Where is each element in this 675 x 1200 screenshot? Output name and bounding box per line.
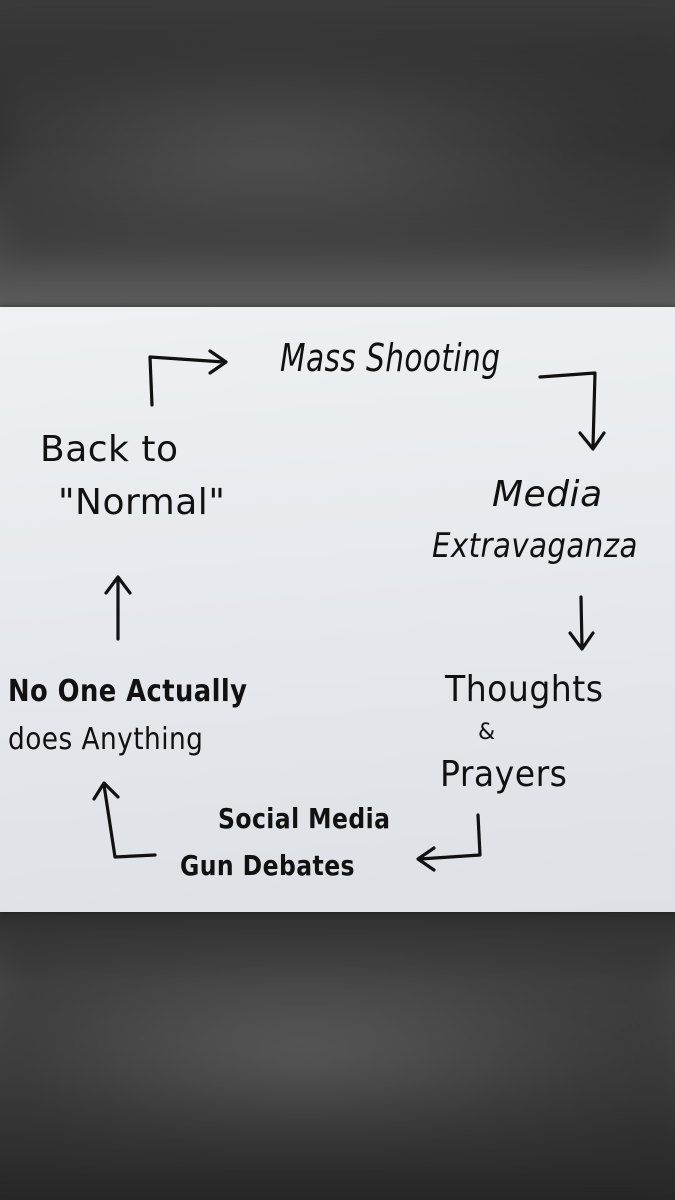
node-noone-line1: No One Actually bbox=[8, 674, 248, 709]
blurred-background-top bbox=[0, 40, 675, 260]
diagram-paper: Mass Shooting Media Extravaganza Thought… bbox=[0, 307, 675, 912]
arrow-head-social-to-noone bbox=[92, 781, 120, 801]
node-social-line2: Gun Debates bbox=[180, 849, 355, 882]
arrow-back-to-mass bbox=[148, 355, 226, 407]
arrow-head-media-to-thoughts bbox=[568, 631, 595, 651]
arrow-prayers-to-social bbox=[418, 813, 482, 861]
blurred-background-bottom bbox=[0, 940, 675, 1160]
node-noone-line2: does Anything bbox=[8, 722, 204, 757]
node-social-line1: Social Media bbox=[218, 802, 391, 835]
arrow-media-to-thoughts bbox=[579, 595, 584, 649]
arrow-mass-to-media bbox=[538, 371, 597, 449]
node-mass-shooting: Mass Shooting bbox=[280, 336, 501, 380]
node-media-line1: Media bbox=[492, 474, 603, 515]
node-back-line1: Back to bbox=[40, 429, 179, 470]
arrow-head-mass-to-media bbox=[578, 431, 606, 451]
arrow-head-back-to-mass bbox=[208, 349, 228, 375]
node-thoughts-ampersand: & bbox=[478, 720, 496, 745]
arrow-head-prayers-to-social bbox=[416, 846, 436, 872]
node-media-line2: Extravaganza bbox=[432, 526, 638, 566]
arrow-social-to-noone bbox=[102, 783, 157, 859]
node-back-line2: "Normal" bbox=[58, 482, 226, 523]
node-thoughts-line1: Thoughts bbox=[445, 669, 604, 710]
node-thoughts-line2: Prayers bbox=[440, 754, 568, 795]
cycle-arrows bbox=[92, 349, 606, 872]
arrow-head-noone-to-back bbox=[104, 575, 132, 595]
